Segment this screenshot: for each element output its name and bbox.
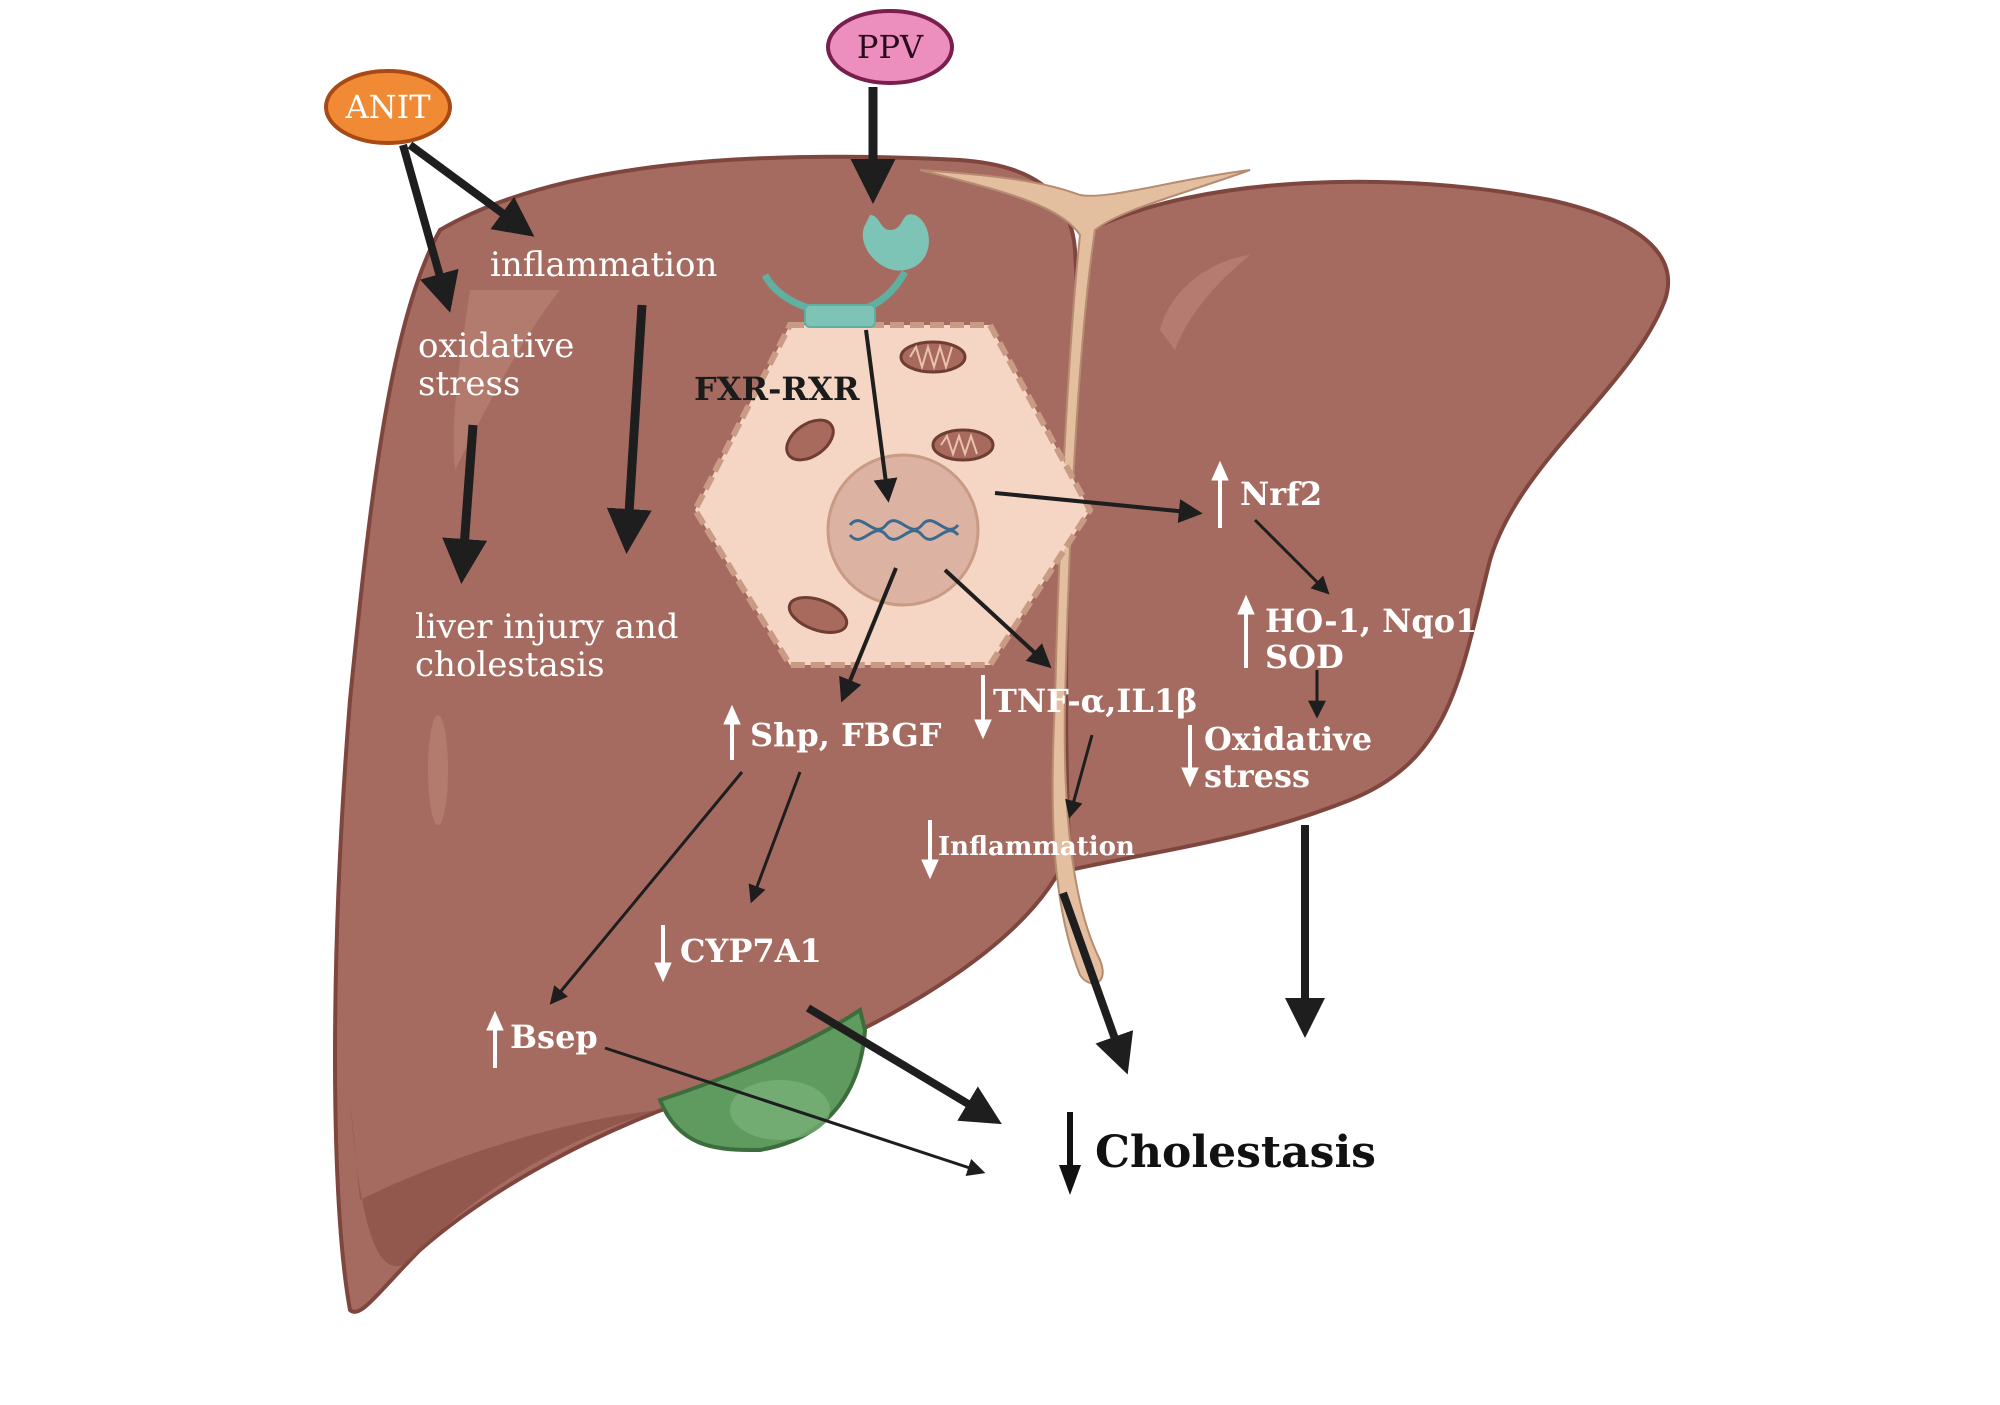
gallbladder-highlight [730, 1080, 830, 1140]
regulation-indicators [486, 460, 1255, 1068]
pathway-arrows [399, 87, 1330, 1177]
arrow-receptor-nucleus [864, 329, 898, 503]
arrow-nucleus-shp [839, 567, 898, 703]
tnf-down-arrow-icon [974, 675, 992, 740]
arrow-nucleus-tnf [943, 568, 1052, 669]
ho1-up-arrow-icon [1237, 594, 1255, 668]
arrow-nrf2-ho1 [1253, 518, 1330, 595]
oxidative-label-1: Oxidative [1204, 720, 1372, 758]
arrow-inflammation-injury [606, 304, 652, 554]
liver-shadow [350, 1100, 660, 1267]
liver-highlight-small [428, 715, 448, 825]
left-oxidative-label-1: oxidative [418, 326, 574, 366]
arrow-nucleus-nrf2 [994, 491, 1203, 524]
inflammation-label: Inflammation [938, 832, 1135, 862]
arrow-tnf-inflammation [1065, 734, 1094, 819]
shp-label: Shp, FBGF [750, 716, 942, 754]
arrow-shp-cyp [748, 771, 802, 904]
cyp-down-arrow-icon [654, 925, 672, 983]
ppv-label: PPV [857, 28, 924, 66]
nrf2-label: Nrf2 [1240, 475, 1322, 513]
liver-injury-label-2: cholestasis [415, 645, 605, 685]
left-oxidative-label-2: stress [418, 364, 520, 404]
shp-up-arrow-icon [723, 704, 741, 760]
bsep-label: Bsep [510, 1018, 598, 1056]
arrow-inflammation-cholestasis [1059, 891, 1134, 1075]
ho1-label-1: HO-1, Nqo1, [1265, 602, 1488, 640]
cyp7a1-label: CYP7A1 [680, 932, 822, 970]
left-inflammation-label: inflammation [490, 245, 717, 285]
fxr-receptor-icon [761, 214, 929, 328]
cholestasis-label: Cholestasis [1095, 1127, 1376, 1178]
inflammation-down-arrow-icon [921, 820, 939, 880]
arrow-shp-bsep [549, 771, 744, 1005]
liver-injury-label-1: liver injury and [415, 607, 679, 647]
ppv-node: PPV [826, 9, 954, 85]
dna-icon [848, 519, 960, 541]
anit-label: ANIT [344, 88, 431, 126]
falciform-ligament [919, 169, 1251, 985]
arrow-cyp-cholestasis [805, 1004, 1002, 1125]
arrow-anit-inflammation [407, 141, 535, 237]
bsep-up-arrow-icon [486, 1010, 504, 1068]
liver-highlight-right [1160, 255, 1250, 350]
nrf2-up-arrow-icon [1211, 460, 1229, 528]
anit-node: ANIT [324, 69, 452, 145]
fxr-rxr-label: FXR-RXR [694, 370, 860, 408]
liver-right-lobe [1064, 179, 1671, 873]
tnf-label: TNF-α,IL1β [993, 682, 1197, 720]
arrow-bsep-cholestasis [604, 1046, 986, 1177]
oxidative-label-2: stress [1204, 757, 1310, 795]
arrow-anit-oxidative [399, 143, 459, 313]
ho1-label-2: SOD [1265, 638, 1344, 676]
mitochondria [785, 340, 995, 634]
nucleus [826, 453, 980, 607]
arrow-oxidative-injury [442, 424, 488, 584]
liver-highlight [453, 290, 560, 470]
cholestasis-down-arrow-icon [1059, 1112, 1081, 1195]
oxidative-down-arrow-icon [1181, 725, 1199, 788]
